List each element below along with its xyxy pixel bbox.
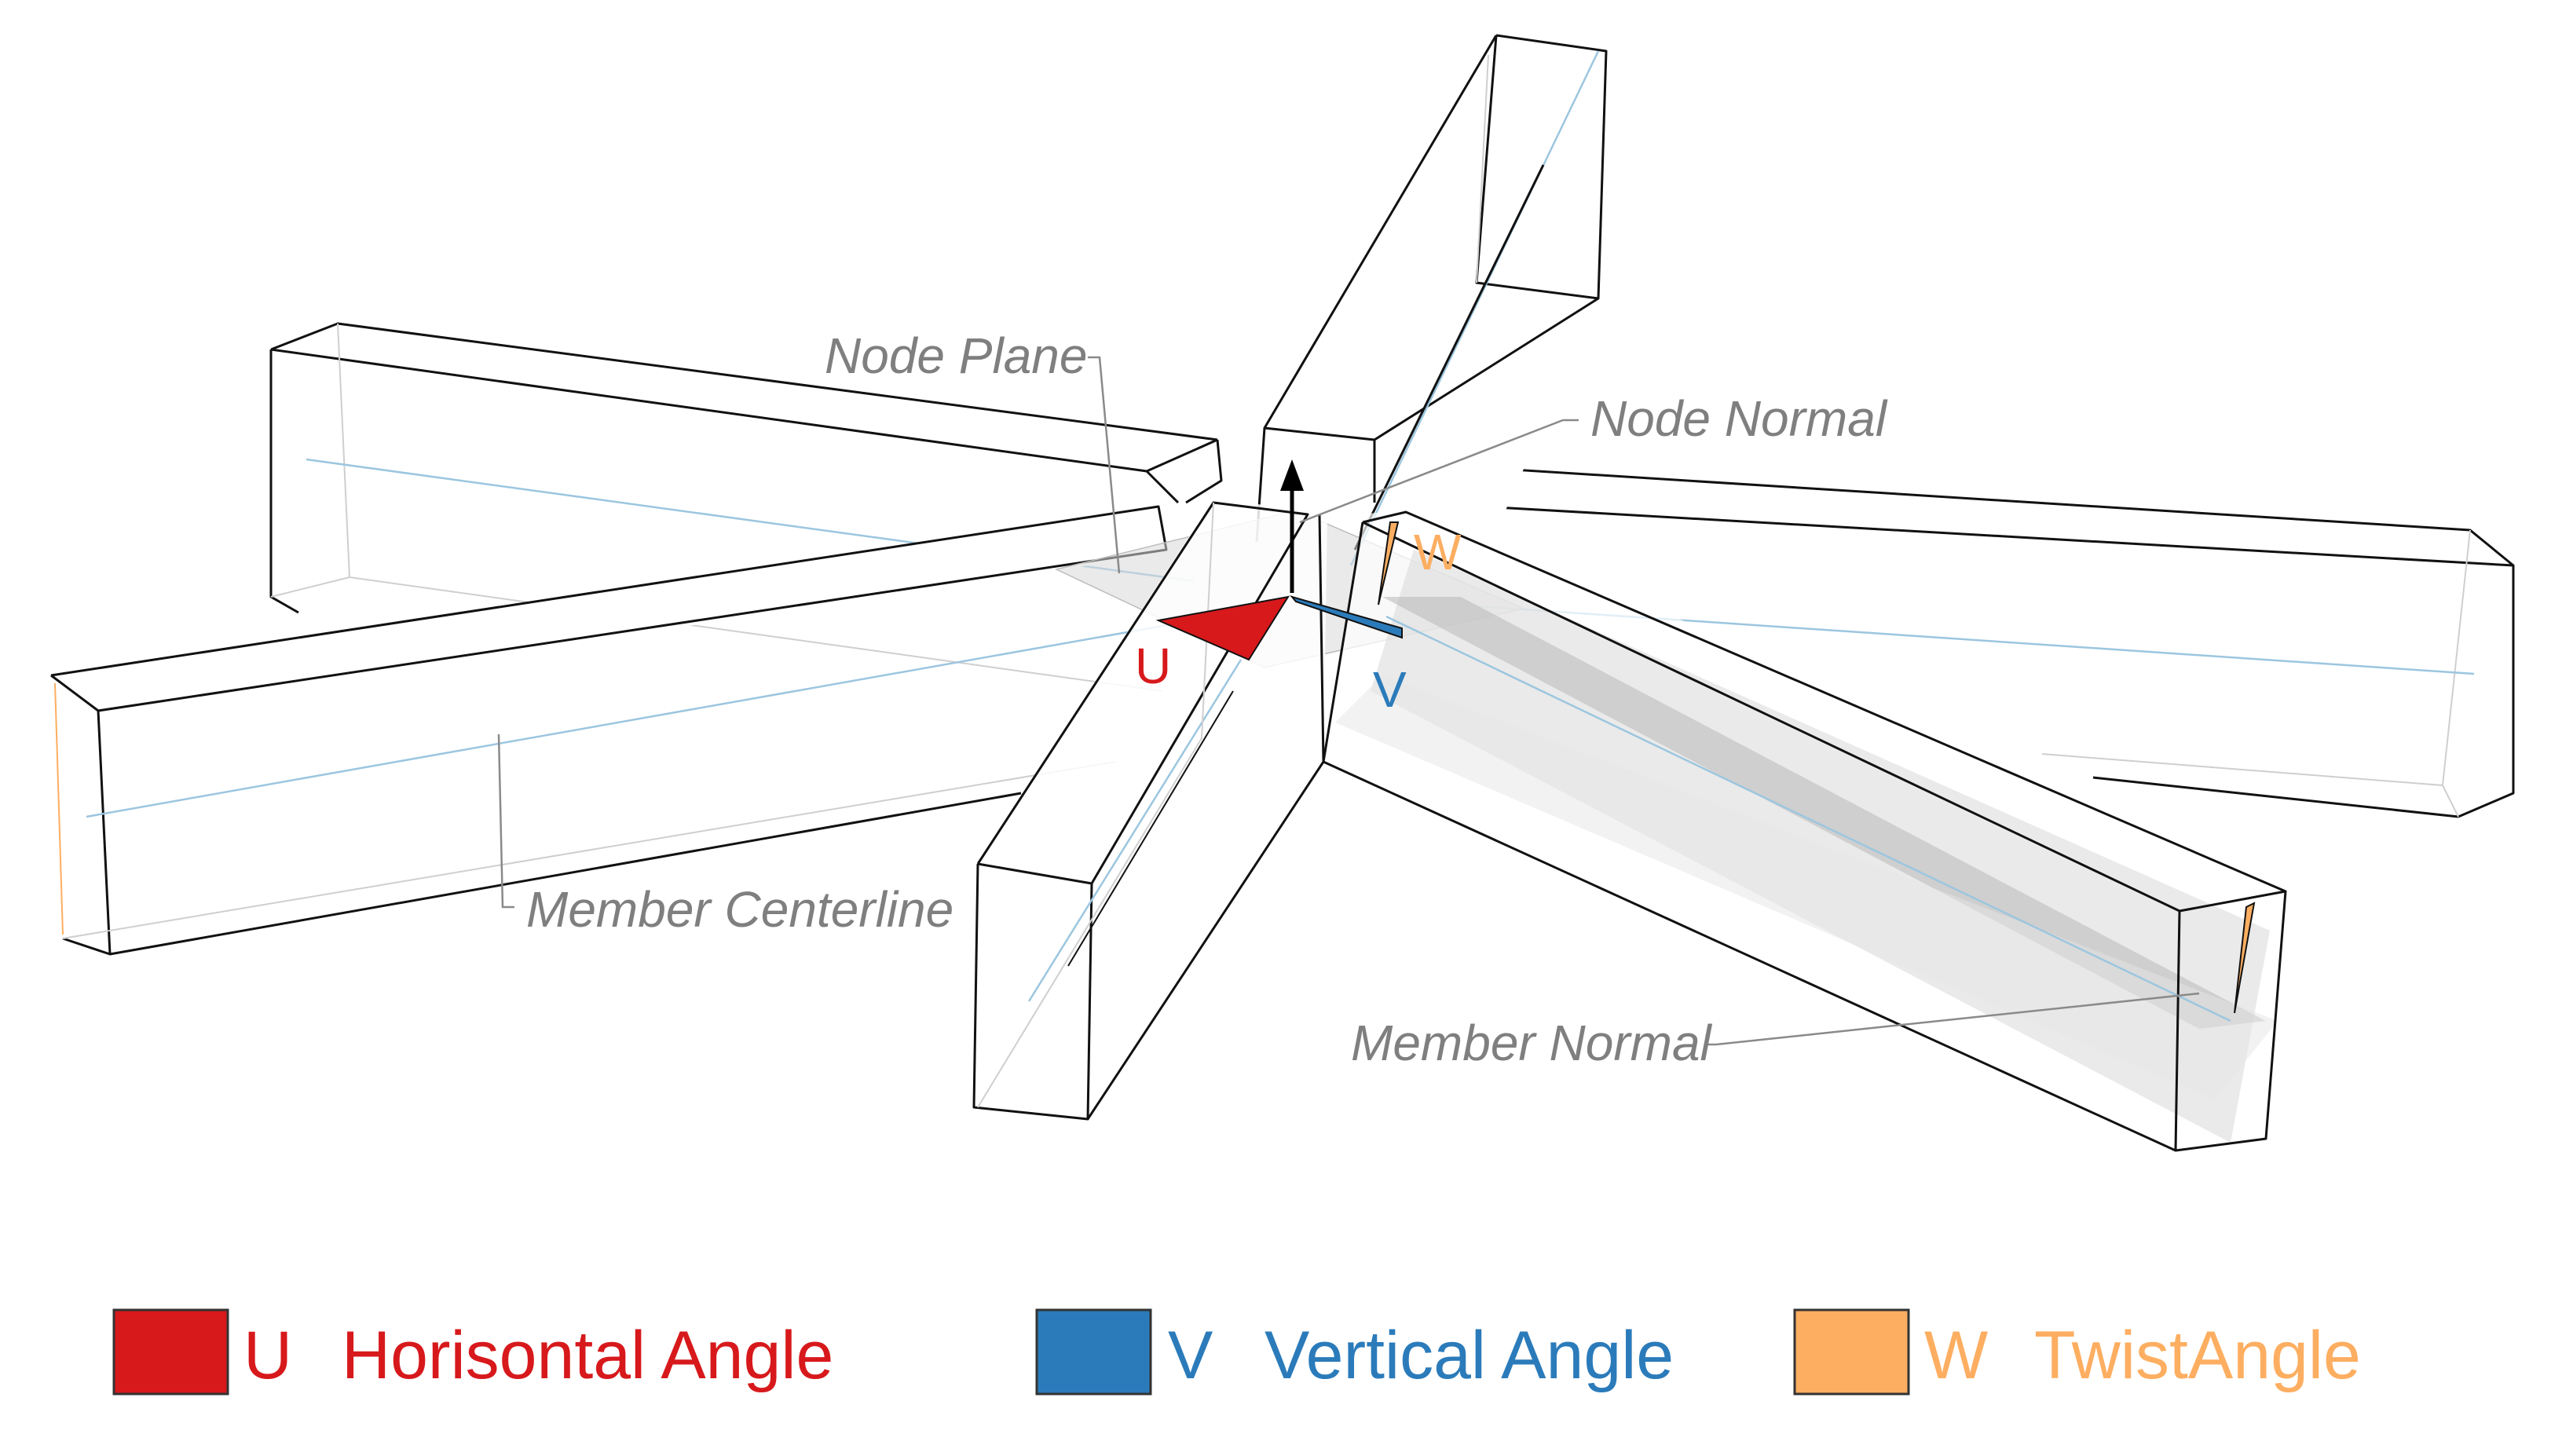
v-axis-label: V — [1373, 661, 1407, 718]
legend-letter-u: U — [243, 1318, 292, 1393]
centerline-front-right — [1385, 615, 2231, 1022]
legend-item-u: U Horisontal Angle — [112, 1308, 833, 1396]
leader-lines — [497, 356, 2200, 1046]
node-normal-leader — [1299, 419, 1579, 524]
legend-swatch-v — [1035, 1308, 1152, 1396]
legend-swatch-w — [1793, 1308, 1910, 1396]
member-centerline-label: Member Centerline — [526, 881, 953, 938]
member-centerline-leader — [497, 733, 514, 909]
member-normal-label: Member Normal — [1351, 1015, 1713, 1071]
v-angle-wedge — [1290, 595, 1403, 639]
legend-text-w: TwistAngle — [2034, 1318, 2361, 1393]
legend-item-w: W TwistAngle — [1793, 1308, 2361, 1396]
centerline-left-front — [86, 619, 1195, 818]
w-axis-label: W — [1414, 524, 1462, 580]
centerline-front-down — [1027, 659, 1243, 1002]
u-angle-wedge — [1155, 595, 1290, 661]
legend-swatch-u — [112, 1308, 229, 1396]
u-axis-label: U — [1135, 638, 1171, 694]
centerline-back-top — [1349, 50, 1600, 566]
node-normal-label: Node Normal — [1590, 390, 1888, 447]
member-front-right — [1322, 507, 2287, 1152]
node-plane-leader — [1088, 356, 1121, 574]
member-normal-leader — [1704, 992, 2200, 1046]
node-normal-arrowhead — [1280, 459, 1304, 491]
member-back-left — [269, 322, 1223, 692]
legend-letter-w: W — [1924, 1318, 1988, 1393]
legend-letter-v: V — [1168, 1318, 1213, 1393]
legend-text-u: Horisontal Angle — [342, 1318, 833, 1393]
legend-item-v: V Vertical Angle — [1035, 1308, 1674, 1396]
node-axes — [1155, 459, 1403, 661]
node-plane-label: Node Plane — [825, 327, 1087, 384]
legend: U Horisontal Angle V Vertical Angle W Tw… — [112, 1308, 2361, 1396]
legend-text-v: Vertical Angle — [1265, 1318, 1674, 1393]
